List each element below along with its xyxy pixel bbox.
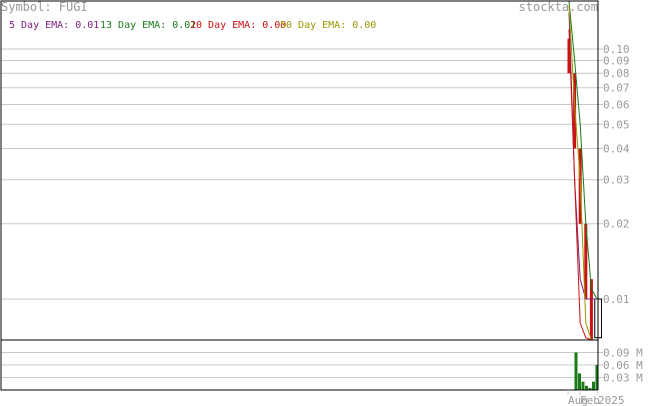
price-tick-label: 0.07 xyxy=(603,82,630,95)
volume-grid xyxy=(1,352,598,378)
legend-5day-ema: 5 Day EMA: 0.01 xyxy=(9,20,99,31)
price-tick-label: 0.02 xyxy=(603,218,630,231)
volume-panel-frame xyxy=(0,339,599,391)
price-tick-label: 0.01 xyxy=(603,293,630,306)
x-tick-label: Aug xyxy=(568,394,588,406)
volume-bar xyxy=(585,385,588,390)
price-tick-label: 0.08 xyxy=(603,67,630,80)
ema-line-13-day-ema xyxy=(568,0,598,300)
legend-20day-ema: 20 Day EMA: 0.00 xyxy=(190,20,286,31)
volume-bar xyxy=(588,387,592,390)
price-axis-ticks: 0.100.090.08 0.07 0.06 0.05 0.04 0.03 0.02 0.01 xyxy=(598,43,630,306)
volume-bar xyxy=(595,365,599,390)
price-tick-label: 0.03 xyxy=(603,174,630,187)
volume-bars xyxy=(574,352,599,390)
volume-axis-ticks: 0.09 M0.06 M0.03 M xyxy=(598,347,643,385)
legend-13day-ema: 13 Day EMA: 0.01 xyxy=(100,20,196,31)
volume-tick-label: 0.03 M xyxy=(603,372,643,385)
price-tick-label: 0.10 xyxy=(603,43,630,56)
volume-tick-label: 0.06 M xyxy=(603,359,643,372)
price-tick-label: 0.04 xyxy=(603,142,630,155)
price-panel-frame xyxy=(0,0,599,341)
volume-bar xyxy=(574,352,578,390)
volume-tick-label: 0.09 M xyxy=(603,347,643,360)
brand-label: stockta.com xyxy=(519,0,598,14)
volume-bar xyxy=(592,381,595,390)
price-tick-label: 0.09 xyxy=(603,54,630,67)
x-tick-label: 2025 xyxy=(598,394,625,406)
x-tick-label: Feb xyxy=(580,394,600,406)
legend-50day-ema: 50 Day EMA: 0.00 xyxy=(280,20,376,31)
price-tick-label: 0.06 xyxy=(603,98,630,111)
price-tick-label: 0.05 xyxy=(603,118,630,131)
symbol-label: Symbol: FUGI xyxy=(1,0,88,14)
volume-bar xyxy=(581,381,585,390)
price-grid xyxy=(1,48,598,300)
legend: 5 Day EMA: 0.01 13 Day EMA: 0.01 20 Day … xyxy=(9,20,376,31)
volume-bar xyxy=(578,373,581,390)
